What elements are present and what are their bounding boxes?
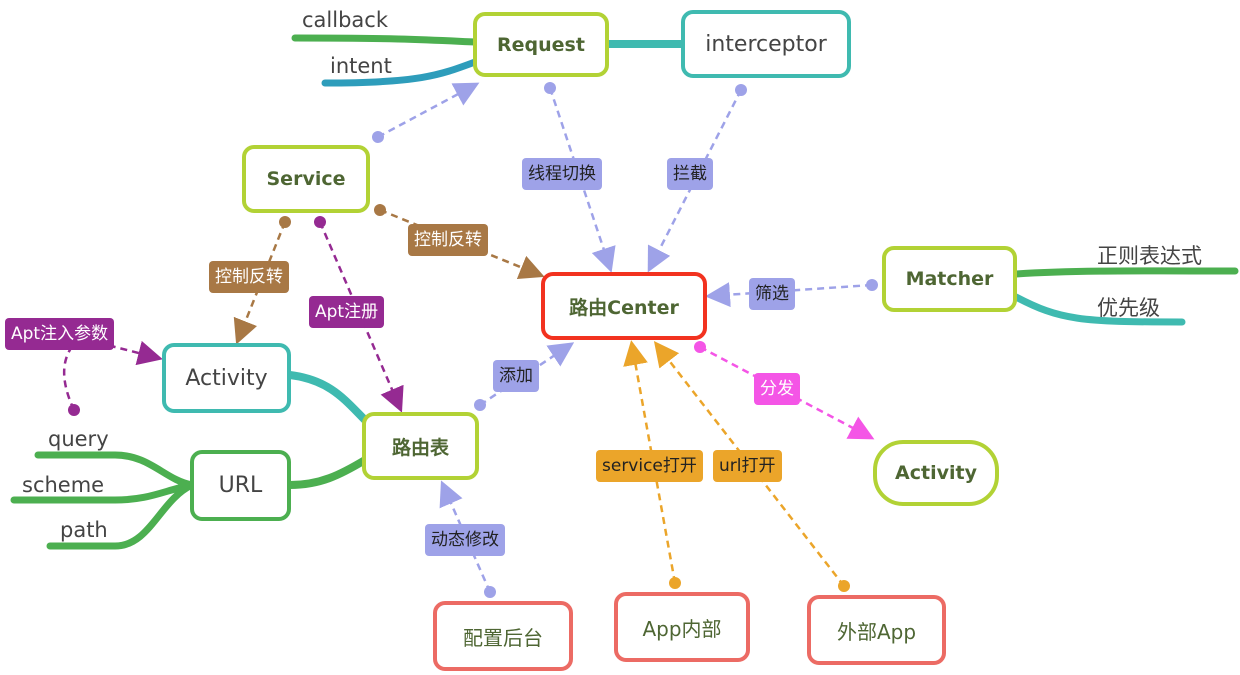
node-activity-right[interactable]: Activity — [873, 440, 999, 506]
dot — [866, 279, 878, 291]
dot — [68, 404, 80, 416]
branch-activity-routetable — [289, 371, 368, 423]
label-thread-switch: 线程切换 — [522, 158, 602, 190]
node-route-table[interactable]: 路由表 — [362, 412, 479, 480]
branch-regex — [1012, 267, 1239, 278]
edge-externalapp-center — [653, 341, 845, 587]
label-dispatch: 分发 — [754, 373, 800, 405]
dot — [374, 204, 386, 216]
leaf-intent: intent — [330, 54, 392, 78]
label-ioc-service-activity: 控制反转 — [209, 261, 289, 293]
branch-path — [46, 481, 196, 550]
edge-service-request — [377, 82, 480, 139]
node-app-internal[interactable]: App内部 — [614, 592, 750, 662]
dot — [735, 84, 747, 96]
label-service-open: service打开 — [596, 450, 703, 482]
leaf-query: query — [48, 427, 109, 451]
edge-matcher-center — [705, 282, 873, 308]
edge-request-center — [548, 87, 616, 273]
leaf-path: path — [60, 518, 108, 542]
node-activity-left[interactable]: Activity — [162, 343, 291, 413]
label-ioc-service-center: 控制反转 — [408, 224, 488, 256]
branch-priority — [1012, 293, 1186, 326]
dot — [314, 216, 326, 228]
dot — [838, 580, 850, 592]
dot — [669, 577, 681, 589]
leaf-regex: 正则表达式 — [1097, 244, 1202, 268]
dot — [544, 82, 556, 94]
leaf-priority: 优先级 — [1097, 296, 1160, 320]
node-interceptor[interactable]: interceptor — [681, 10, 851, 78]
label-url-open: url打开 — [713, 450, 782, 482]
edge-config-routetable — [439, 480, 492, 593]
label-intercept: 拦截 — [667, 158, 713, 190]
dot — [484, 586, 496, 598]
node-external-app[interactable]: 外部App — [807, 595, 946, 665]
leaf-scheme: scheme — [22, 473, 105, 497]
dot — [279, 216, 291, 228]
label-filter: 筛选 — [749, 278, 795, 310]
branch-query — [34, 451, 196, 489]
leaf-callback: callback — [302, 8, 388, 32]
dot — [372, 131, 384, 143]
label-apt-inject: Apt注入参数 — [5, 318, 115, 350]
branch-callback — [291, 34, 479, 46]
label-add: 添加 — [493, 360, 539, 392]
branch-intent — [321, 58, 479, 87]
node-center[interactable]: 路由Center — [541, 272, 707, 340]
dot — [694, 341, 706, 353]
node-matcher[interactable]: Matcher — [882, 246, 1017, 312]
branch-url-routetable — [289, 456, 368, 489]
node-url[interactable]: URL — [190, 450, 291, 521]
node-service[interactable]: Service — [242, 145, 370, 213]
dot — [474, 399, 486, 411]
label-dynamic-modify: 动态修改 — [425, 524, 505, 556]
node-config-backend[interactable]: 配置后台 — [433, 601, 573, 671]
label-apt-register: Apt注册 — [309, 296, 385, 328]
node-request[interactable]: Request — [473, 12, 609, 77]
